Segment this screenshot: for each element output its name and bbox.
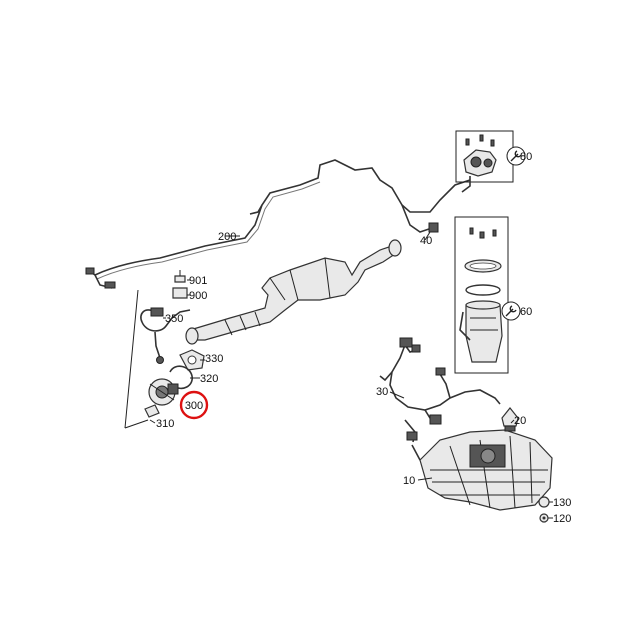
line-200[interactable] (85, 159, 471, 289)
label-900: 900 (189, 290, 207, 302)
part-80-assembly[interactable] (455, 130, 519, 193)
part-320-clamp[interactable] (169, 365, 193, 390)
label-350: 350 (165, 313, 183, 325)
fuel-tank-10[interactable] (411, 429, 553, 511)
label-200: 200 (218, 231, 236, 243)
exhaust-pipe (185, 239, 402, 345)
wrench-icon (506, 146, 526, 166)
label-60: 60 (520, 306, 532, 318)
part-330[interactable] (179, 349, 205, 371)
wiring-harness-30[interactable] (379, 337, 501, 443)
wrench-icon (501, 301, 521, 321)
part-901[interactable] (174, 270, 186, 283)
leader-lines (149, 231, 553, 519)
label-320: 320 (200, 373, 218, 385)
part-310-connector[interactable] (144, 404, 160, 418)
label-80: 80 (520, 151, 532, 163)
label-120: 120 (553, 513, 571, 525)
highlight-ring (179, 390, 209, 420)
part-120[interactable] (539, 513, 549, 523)
part-20-cap[interactable] (501, 407, 519, 432)
label-330: 330 (205, 353, 223, 365)
highlight-300[interactable]: 300 (179, 390, 209, 420)
label-300: 300 (185, 400, 203, 412)
label-40: 40 (420, 235, 432, 247)
part-130[interactable] (538, 496, 550, 508)
label-20: 20 (514, 415, 526, 427)
part-350-sensor[interactable] (140, 307, 191, 364)
label-130: 130 (553, 497, 571, 509)
part-60-assembly[interactable] (454, 216, 509, 374)
part-300-sensor[interactable] (148, 378, 179, 406)
label-310: 310 (156, 418, 174, 430)
part-900[interactable] (172, 287, 188, 299)
label-10: 10 (403, 475, 415, 487)
bracket-line (124, 289, 149, 429)
label-901: 901 (189, 275, 207, 287)
label-30: 30 (376, 386, 388, 398)
